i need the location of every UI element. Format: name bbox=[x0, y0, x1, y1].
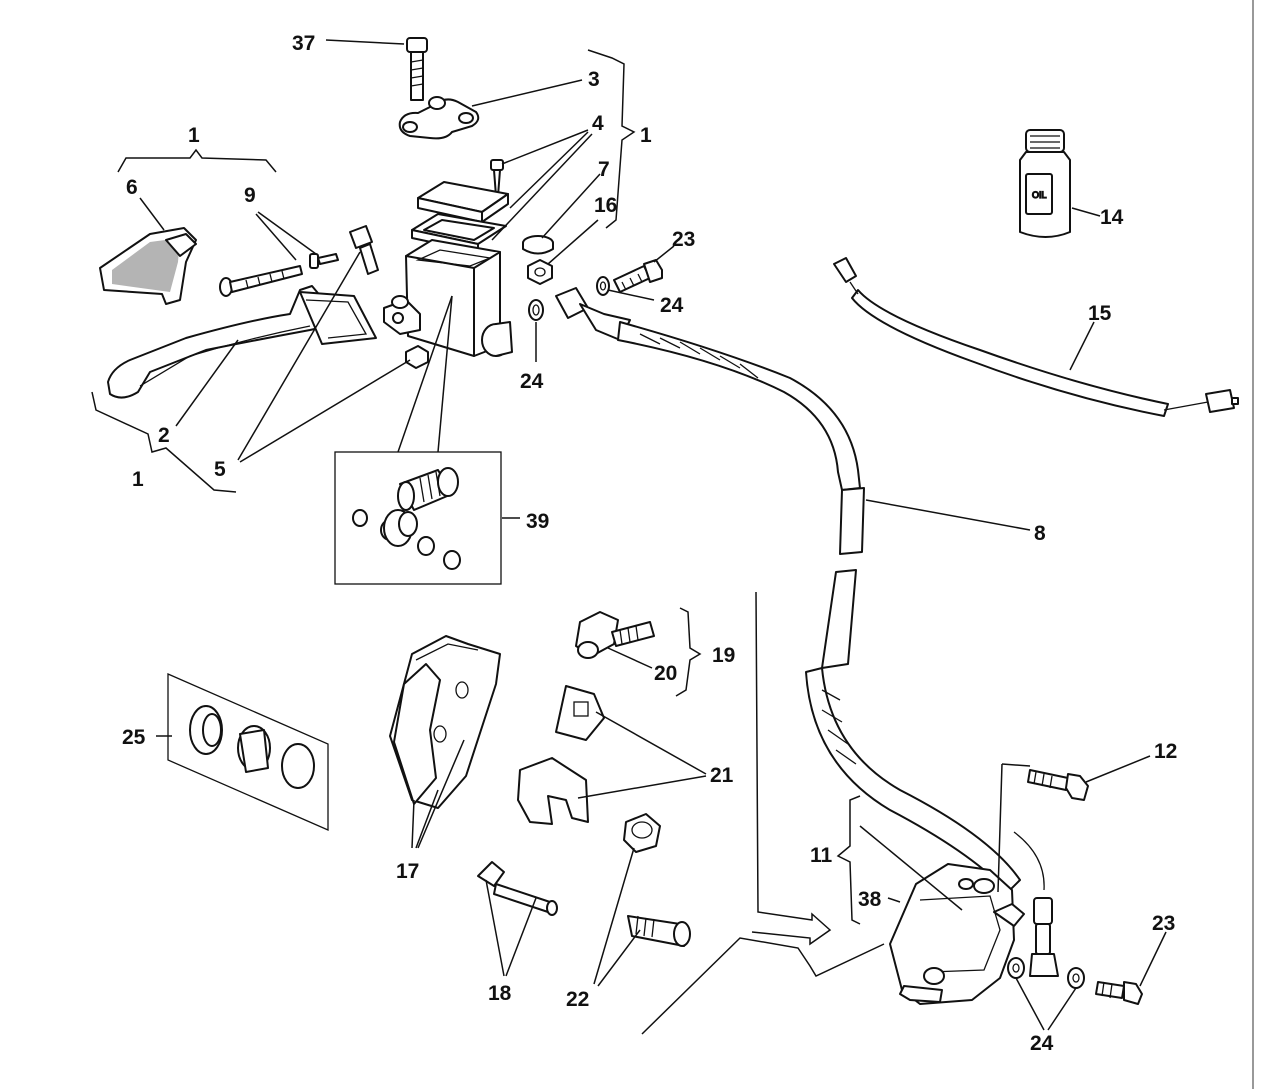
part-24-washer-d bbox=[1067, 967, 1085, 989]
part-22-bushing-a bbox=[623, 813, 661, 853]
part-5-nut bbox=[405, 345, 429, 369]
callout-22: 22 bbox=[566, 988, 589, 1011]
part-19-bleeder-assembly bbox=[575, 611, 655, 659]
part-17-brake-pads bbox=[389, 635, 501, 809]
callout-2: 2 bbox=[158, 424, 170, 447]
part-25-seal-kit bbox=[167, 673, 329, 831]
callout-23-bottom: 23 bbox=[1152, 912, 1175, 935]
part-23-banjo-bolt-bottom bbox=[1095, 981, 1143, 1005]
part-14-oil-bottle: OIL bbox=[1019, 129, 1071, 238]
callout-19: 19 bbox=[712, 644, 735, 667]
callout-37: 37 bbox=[292, 32, 315, 55]
callout-39: 39 bbox=[526, 510, 549, 533]
callout-14: 14 bbox=[1100, 206, 1124, 229]
part-11-caliper bbox=[889, 863, 1025, 1005]
part-24-washer-a bbox=[528, 299, 544, 321]
callout-labels: 37 3 4 1 7 16 23 24 24 1 6 9 2 5 1 39 14… bbox=[122, 32, 1177, 1055]
part-24-washer-c bbox=[1007, 957, 1025, 979]
part-37-bolt bbox=[406, 37, 428, 101]
callout-5: 5 bbox=[214, 458, 226, 481]
part-8-brake-hose bbox=[555, 287, 1045, 893]
part-2-brake-lever bbox=[107, 285, 377, 399]
callout-4: 4 bbox=[592, 112, 604, 135]
callout-23-top: 23 bbox=[672, 228, 695, 251]
callout-8: 8 bbox=[1034, 522, 1046, 545]
part-6-bracket bbox=[99, 227, 197, 305]
callout-24-bottom: 24 bbox=[1030, 1032, 1054, 1055]
callout-1-top: 1 bbox=[188, 124, 200, 147]
part-9-adjuster-screw bbox=[219, 253, 339, 297]
part-5-pivot-bolt bbox=[349, 225, 379, 275]
part-39-piston-kit bbox=[334, 451, 502, 585]
master-cylinder-body bbox=[383, 239, 513, 357]
caliper-hose-fitting bbox=[1029, 897, 1059, 977]
callout-1-right: 1 bbox=[640, 124, 652, 147]
callout-3: 3 bbox=[588, 68, 600, 91]
part-21-spring-b bbox=[517, 757, 589, 825]
part-7-float bbox=[522, 235, 554, 255]
leader-lines bbox=[91, 39, 1167, 1035]
callout-15: 15 bbox=[1088, 302, 1112, 325]
callout-38: 38 bbox=[858, 888, 882, 911]
callout-16: 16 bbox=[594, 194, 617, 217]
callout-7: 7 bbox=[598, 158, 610, 181]
part-15-sensor-cable bbox=[833, 257, 1239, 417]
part-16-banjo-fitting bbox=[527, 259, 553, 285]
callout-18: 18 bbox=[488, 982, 512, 1005]
callout-21: 21 bbox=[710, 764, 734, 787]
callout-24-right: 24 bbox=[660, 294, 684, 317]
callout-20: 20 bbox=[654, 662, 677, 685]
callout-11: 11 bbox=[810, 844, 833, 867]
part-12-caliper-bolt bbox=[1027, 769, 1089, 801]
part-22-bushing-b bbox=[627, 915, 691, 947]
part-3-clamp bbox=[398, 96, 480, 140]
callout-12: 12 bbox=[1154, 740, 1177, 763]
part-18-pad-pin bbox=[477, 861, 558, 916]
callout-1-bottom: 1 bbox=[132, 468, 144, 491]
callout-25: 25 bbox=[122, 726, 146, 749]
oil-bottle-label: OIL bbox=[1032, 190, 1047, 200]
callout-6: 6 bbox=[126, 176, 138, 199]
callout-9: 9 bbox=[244, 184, 256, 207]
callout-17: 17 bbox=[396, 860, 419, 883]
part-23-banjo-bolt-top bbox=[613, 259, 663, 293]
callout-24-below: 24 bbox=[520, 370, 544, 393]
part-24-washer-b bbox=[596, 276, 610, 296]
part-21-spring-a bbox=[555, 685, 605, 741]
